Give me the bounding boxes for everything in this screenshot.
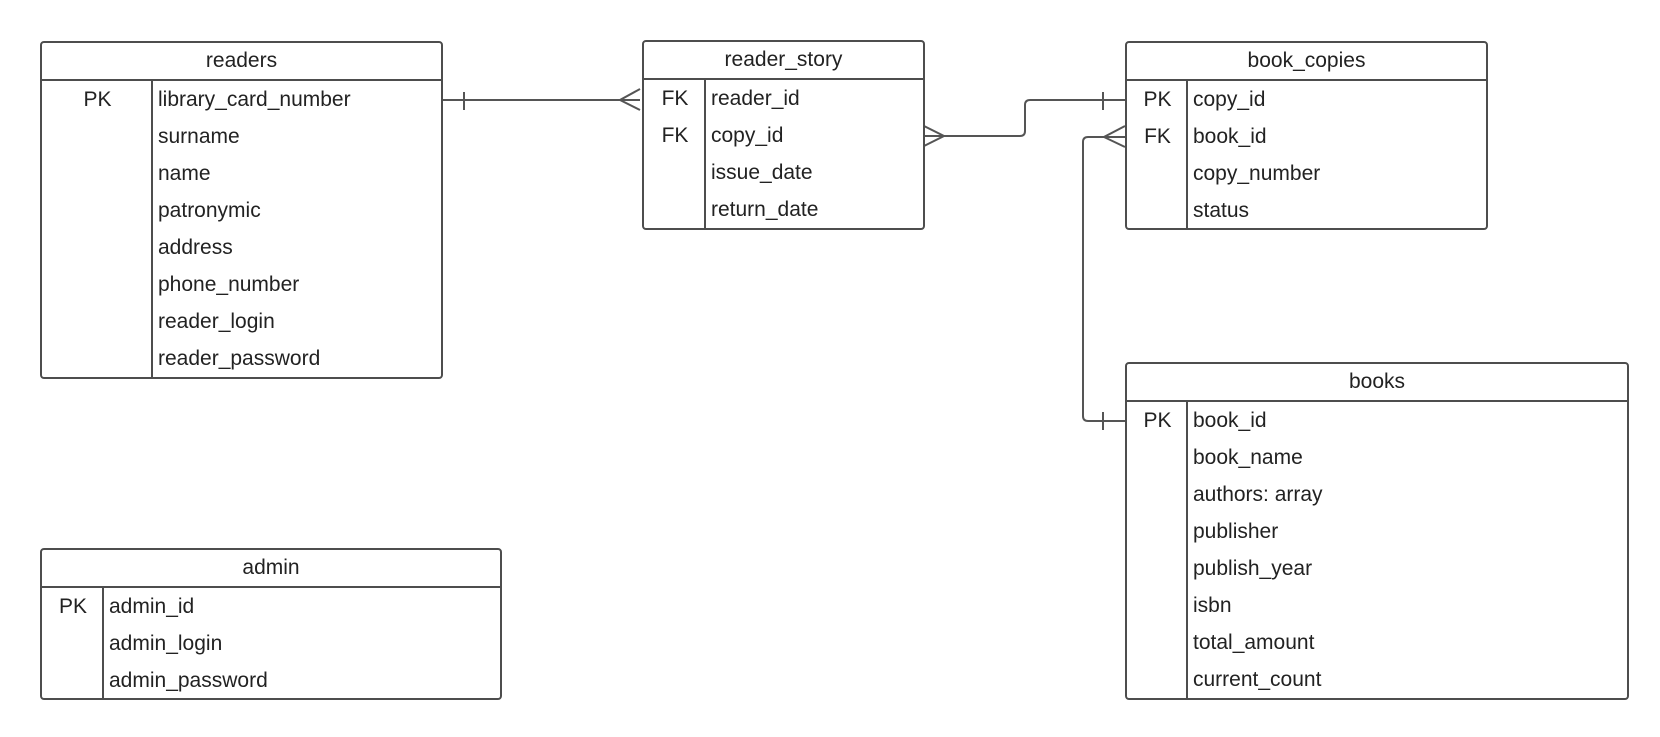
field-name: library_card_number — [158, 87, 351, 111]
entity-title: books — [1127, 364, 1627, 402]
field-name: admin_login — [109, 631, 223, 655]
field-name: issue_date — [711, 160, 813, 184]
attribute-row: name — [42, 155, 441, 192]
column-divider — [151, 81, 153, 377]
field-name: copy_id — [1193, 87, 1266, 111]
key-marker: FK — [1144, 124, 1171, 148]
key-marker: PK — [58, 594, 87, 618]
relationship-reader-story-book-copies — [923, 92, 1125, 147]
attribute-row: authors: array — [1127, 476, 1627, 513]
entity-attributes: PK copy_id FK book_id copy_number status — [1127, 81, 1486, 229]
entity-attributes: PK book_id book_name authors: array publi… — [1127, 402, 1627, 698]
column-divider — [102, 588, 104, 699]
field-name: book_id — [1193, 408, 1267, 432]
field-name: book_name — [1193, 445, 1303, 469]
field-name: authors: array — [1193, 482, 1323, 506]
field-name: publish_year — [1193, 556, 1313, 580]
key-marker: FK — [661, 123, 689, 147]
crows-foot-icon — [1101, 125, 1126, 148]
field-name: copy_number — [1193, 161, 1321, 185]
attribute-row: PK copy_id — [1127, 81, 1486, 118]
field-name: total_amount — [1193, 630, 1315, 654]
field-name: admin_id — [109, 594, 195, 618]
connector-line — [924, 99, 1125, 137]
column-divider — [704, 80, 706, 228]
entity-attributes: FK reader_id FK copy_id issue_date return_… — [644, 80, 923, 228]
field-name: address — [158, 235, 233, 259]
connector-line — [1082, 136, 1125, 422]
attribute-row: PK library_card_number — [42, 81, 441, 118]
field-name: status — [1193, 198, 1250, 222]
attribute-row: issue_date — [644, 154, 923, 191]
attribute-row: isbn — [1127, 587, 1627, 624]
relationship-book-copies-books — [1082, 125, 1126, 430]
attribute-row: FK book_id — [1127, 118, 1486, 155]
field-name: copy_id — [711, 123, 784, 147]
field-name: reader_login — [158, 309, 275, 333]
entity-title: reader_story — [644, 42, 923, 80]
entity-title: readers — [42, 43, 441, 81]
attribute-row: reader_password — [42, 340, 441, 377]
field-name: patronymic — [158, 198, 261, 222]
entity-books: books PK book_id book_name authors: array… — [1125, 362, 1629, 700]
entity-title: book_copies — [1127, 43, 1486, 81]
field-name: publisher — [1193, 519, 1279, 543]
attribute-row: FK copy_id — [644, 117, 923, 154]
attribute-row: return_date — [644, 191, 923, 228]
attribute-row: address — [42, 229, 441, 266]
attribute-row: publisher — [1127, 513, 1627, 550]
field-name: phone_number — [158, 272, 300, 296]
attribute-row: admin_password — [42, 662, 500, 699]
field-name: return_date — [711, 197, 819, 221]
crows-foot-icon — [617, 88, 641, 111]
attribute-row: FK reader_id — [644, 80, 923, 117]
attribute-row: current_count — [1127, 661, 1627, 698]
field-name: admin_password — [109, 668, 268, 692]
entity-reader-story: reader_story FK reader_id FK copy_id issue… — [642, 40, 925, 230]
entity-book-copies: book_copies PK copy_id FK book_id copy_num… — [1125, 41, 1488, 230]
entity-readers: readers PK library_card_number surname na… — [40, 41, 443, 379]
entity-admin: admin PK admin_id admin_login admin_passw… — [40, 548, 502, 700]
column-divider — [1186, 402, 1188, 698]
key-marker: PK — [1143, 408, 1172, 432]
attribute-row: book_name — [1127, 439, 1627, 476]
entity-attributes: PK admin_id admin_login admin_password — [42, 588, 500, 699]
key-marker: FK — [661, 86, 689, 110]
attribute-row: PK admin_id — [42, 588, 500, 625]
key-marker: PK — [1143, 87, 1172, 111]
attribute-row: total_amount — [1127, 624, 1627, 661]
field-name: surname — [158, 124, 240, 148]
entity-attributes: PK library_card_number surname name patro… — [42, 81, 441, 377]
attribute-row: reader_login — [42, 303, 441, 340]
attribute-row: surname — [42, 118, 441, 155]
relationship-readers-reader-story — [442, 88, 641, 111]
attribute-row: patronymic — [42, 192, 441, 229]
attribute-row: admin_login — [42, 625, 500, 662]
attribute-row: status — [1127, 192, 1486, 229]
field-name: current_count — [1193, 667, 1322, 691]
attribute-row: PK book_id — [1127, 402, 1627, 439]
key-marker: PK — [83, 87, 112, 111]
field-name: name — [158, 161, 211, 185]
crows-foot-icon — [923, 125, 947, 147]
attribute-row: publish_year — [1127, 550, 1627, 587]
attribute-row: phone_number — [42, 266, 441, 303]
field-name: isbn — [1193, 593, 1232, 617]
field-name: book_id — [1193, 124, 1267, 148]
entity-title: admin — [42, 550, 500, 588]
field-name: reader_id — [711, 86, 800, 110]
column-divider — [1186, 81, 1188, 229]
attribute-row: copy_number — [1127, 155, 1486, 192]
field-name: reader_password — [158, 346, 321, 370]
